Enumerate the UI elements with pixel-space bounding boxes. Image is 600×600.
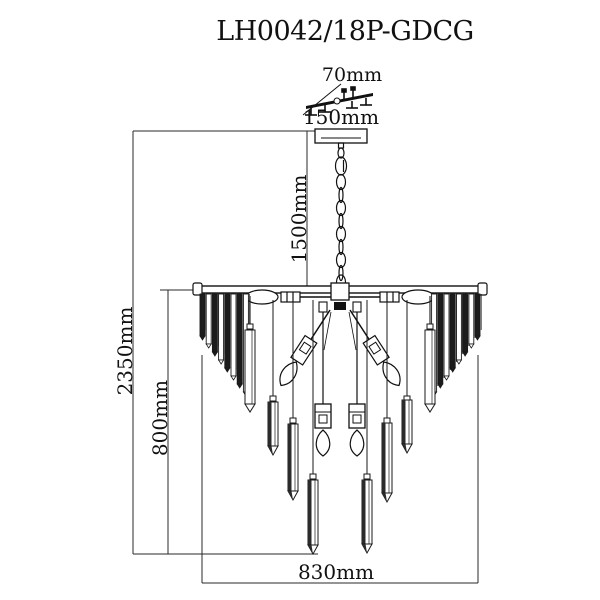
crystal-prism	[211, 293, 218, 353]
crystal-prism	[468, 293, 475, 345]
crystal-prism	[437, 383, 444, 389]
crystal-prism	[443, 375, 450, 381]
crystal-prism	[268, 402, 272, 446]
crystal-prism	[230, 293, 237, 377]
crystal-prism	[461, 351, 469, 357]
crystal-layer	[199, 293, 482, 556]
ceiling-bracket-drawing	[302, 83, 373, 116]
crystal-prism	[205, 343, 212, 349]
crystal-prism	[269, 395, 277, 402]
center-candle-left	[314, 301, 332, 457]
crystal-prism	[362, 480, 366, 544]
crystal-prism	[382, 423, 386, 493]
crystal-prism	[449, 293, 456, 369]
chain-clip	[334, 156, 348, 176]
horizontal-candle-right	[349, 289, 437, 305]
crystal-prism	[308, 480, 312, 545]
crystal-prism	[205, 293, 212, 345]
crystal-prism	[424, 403, 436, 413]
bracket-width-label: 70mm	[322, 64, 382, 86]
crystal-prism	[449, 367, 456, 373]
crystal-prism	[424, 329, 436, 405]
angled-candle-left	[279, 309, 331, 387]
chandelier-drawing	[192, 282, 488, 556]
crystal-prism	[288, 491, 293, 500]
crystal-prism	[218, 293, 225, 361]
crystal-prism	[443, 293, 450, 377]
crystal-prism	[268, 446, 273, 455]
crystal-prism	[462, 293, 469, 353]
crystal-prism	[217, 359, 225, 365]
chain-stem	[337, 142, 345, 149]
crystal-prism	[199, 293, 206, 337]
fixture-width-label: 830mm	[298, 560, 374, 584]
crystal-prism	[199, 335, 206, 341]
crystal-prism	[402, 400, 406, 444]
crystal-prism	[230, 375, 237, 381]
center-candle-right	[348, 301, 366, 457]
crystal-prism	[244, 403, 256, 413]
crystal-prism	[224, 293, 231, 369]
crystal-prism	[437, 293, 444, 385]
crystal-prism	[468, 343, 475, 349]
total-height-label: 2350mm	[113, 307, 137, 396]
crystal-prism	[382, 493, 387, 502]
angled-candle-right	[349, 309, 401, 387]
crystal-prism	[362, 544, 367, 553]
crystal-prism	[474, 335, 481, 341]
bracket-leader-line	[302, 83, 342, 116]
canopy-width-label: 150mm	[303, 105, 379, 129]
crystal-prism	[236, 293, 243, 385]
ring-left-cap	[192, 282, 203, 296]
crystal-prism	[288, 424, 292, 491]
crystal-prism	[363, 473, 371, 480]
ring-right-cap	[477, 282, 488, 296]
crystal-prism	[455, 293, 462, 361]
crystal-prism	[309, 473, 317, 480]
center-hub	[330, 282, 350, 310]
product-title: LH0042/18P-GDCG	[216, 16, 473, 47]
chain-length-label: 1500mm	[287, 175, 311, 264]
crystal-prism	[244, 329, 256, 405]
crystal-prism	[289, 417, 297, 424]
chain-drawing	[334, 142, 348, 290]
crystal-prism	[236, 383, 243, 389]
crystal-prism	[224, 367, 231, 373]
bracket-screw-hole	[333, 97, 341, 105]
crystal-prism	[211, 351, 219, 357]
chain-hook	[337, 147, 345, 159]
canopy-drawing	[314, 128, 368, 144]
body-height-label: 800mm	[148, 380, 172, 456]
crystal-prism	[426, 323, 434, 330]
crystal-prism	[474, 293, 481, 337]
crystal-prism	[308, 545, 313, 554]
crystal-prism	[246, 323, 254, 330]
crystal-prism	[455, 359, 463, 365]
bracket-legs	[305, 98, 372, 116]
bracket-pins	[341, 86, 356, 99]
dimension-lines	[132, 130, 479, 584]
crystal-prism	[402, 444, 407, 453]
crystal-prism	[383, 417, 391, 424]
